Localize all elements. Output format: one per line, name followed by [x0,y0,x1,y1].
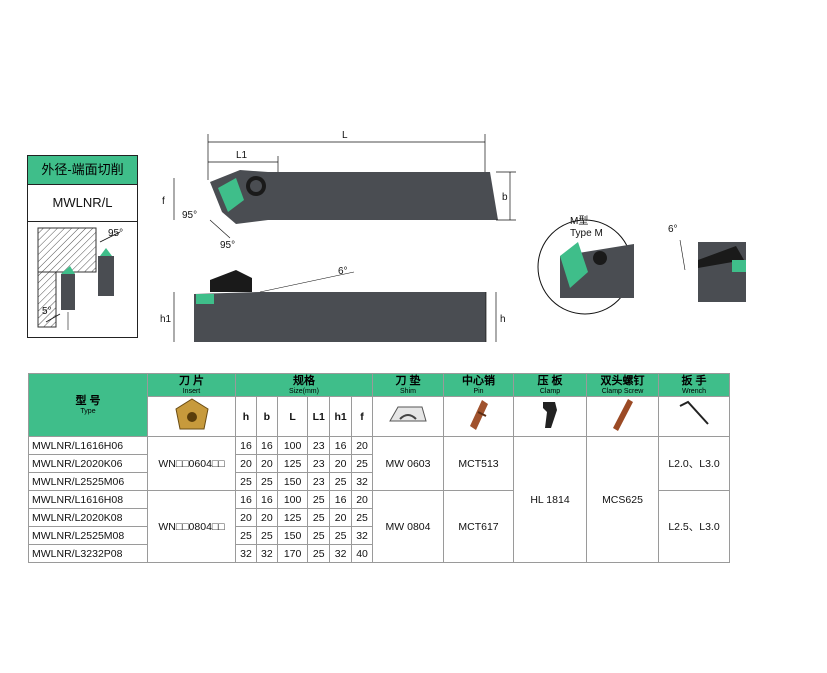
shim-image [372,396,444,437]
sketch-angle-top: 95° [108,228,123,239]
header-type: 型 号 Type [28,373,148,437]
tool-holder-drawing: L L1 b f 95° 95° 6° h h1 [140,120,790,360]
type-m-en: Type M [570,228,603,239]
dim-L1: L1 [236,150,248,161]
shim-06: MW 0603 [372,436,444,491]
angle-95-top: 95° [182,210,197,221]
dim-h: h [500,314,506,325]
col-h: h [235,396,257,437]
col-L: L [276,396,309,437]
spec-table: 型 号 Type 刀 片 Insert 规格 Size(mm) 刀 垫 Shim… [28,373,730,563]
sketch-angle-bottom: 5° [42,306,52,317]
product-model-label: MWLNR/L [28,185,137,222]
col-h1: h1 [329,396,353,437]
pin-06: MCT513 [443,436,514,491]
type-m-cn: M型 [570,214,588,227]
machining-sketch: 95° 5° [28,222,137,337]
dim-L: L [342,130,348,141]
header-pin: 中心销 Pin [443,373,514,397]
col-b: b [255,396,278,437]
header-clamp-screw: 双头螺钉 Clamp Screw [586,373,659,397]
header-clamp: 压 板 Clamp [513,373,587,397]
angle-95-bottom: 95° [220,240,235,251]
header-shim: 刀 垫 Shim [372,373,444,397]
insert-08: WN□□0804□□ [147,490,236,563]
clamp-screw-value: MCS625 [586,436,659,563]
header-insert: 刀 片 Insert [147,373,236,397]
dim-h1: h1 [160,314,172,325]
product-category-label: 外径-端面切削 [28,156,137,185]
shim-08: MW 0804 [372,490,444,563]
pin-image [443,396,514,437]
header-size: 规格 Size(mm) [235,373,373,397]
wrench-image [658,396,730,437]
header-wrench: 扳 手 Wrench [658,373,730,397]
clamp-value: HL 1814 [513,436,587,563]
clamp-screw-image [586,396,659,437]
insert-06: WN□□0604□□ [147,436,236,491]
wrench-08: L2.5、L3.0 [658,490,730,563]
angle-6-side: 6° [668,224,678,235]
product-title-box: 外径-端面切削 MWLNR/L 95° 5° [27,155,138,338]
clamp-image [513,396,587,437]
wrench-06: L2.0、L3.0 [658,436,730,491]
dim-b: b [502,192,508,203]
col-L1: L1 [307,396,331,437]
pin-08: MCT617 [443,490,514,563]
dim-f: f [162,196,165,207]
insert-image [147,396,236,437]
angle-6-shank: 6° [338,266,348,277]
col-f: f [351,396,373,437]
